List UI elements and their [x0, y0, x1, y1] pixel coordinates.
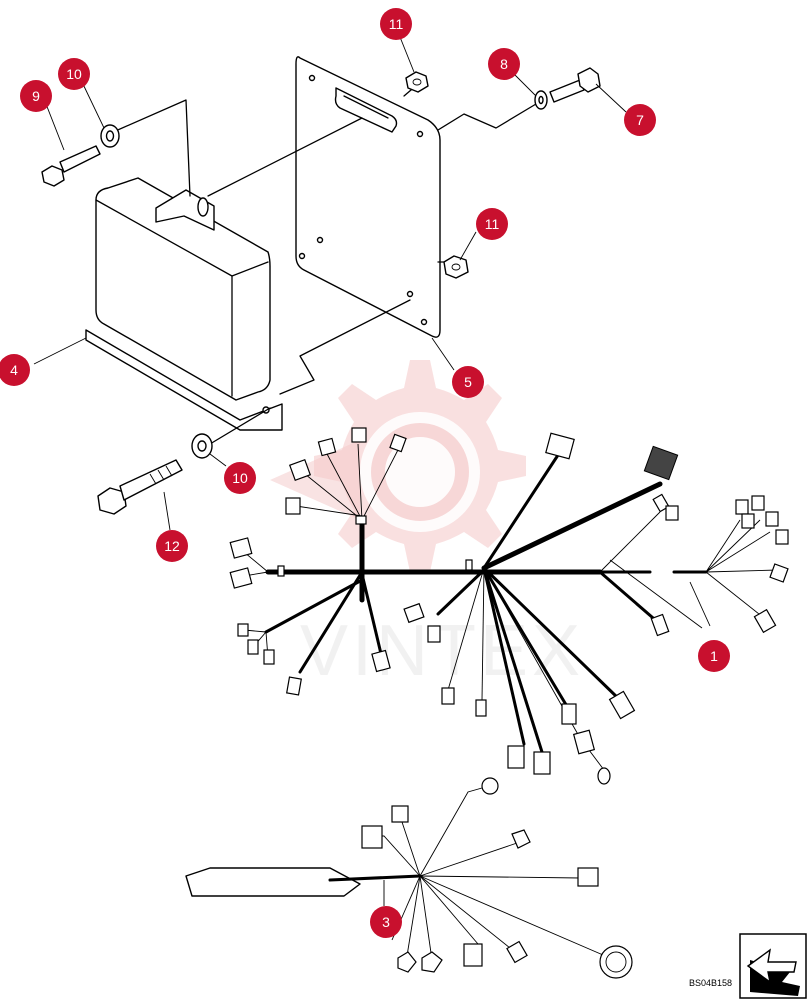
- diagram-code: BS04B158: [689, 978, 733, 988]
- lower-wiring-harness: [185, 777, 633, 979]
- svg-text:4: 4: [10, 362, 18, 378]
- next-page-arrow-icon[interactable]: [739, 933, 807, 999]
- svg-text:9: 9: [32, 88, 40, 104]
- nut-11-side: [443, 255, 469, 279]
- svg-text:11: 11: [485, 216, 500, 232]
- washer-10-top: [100, 124, 120, 148]
- svg-text:5: 5: [464, 374, 472, 390]
- callout-5: 5: [452, 366, 484, 398]
- callout-3: 3: [370, 906, 402, 938]
- callout-4: 4: [0, 354, 30, 386]
- callout-leader-lines: [33, 31, 627, 906]
- callout-7: 7: [624, 104, 656, 136]
- bolt-12: [97, 459, 183, 515]
- callout-badges: 9 10 11 8 7 11 4 5 10 12 1 3: [0, 8, 730, 938]
- controller-module: [85, 177, 283, 431]
- svg-text:10: 10: [66, 66, 82, 82]
- callout-9: 9: [20, 80, 52, 112]
- svg-text:12: 12: [164, 538, 180, 554]
- callout-10: 10: [58, 58, 90, 90]
- watermark: VINTEX: [270, 360, 580, 691]
- washer-10-bottom: [191, 433, 213, 459]
- callout-1: 1: [698, 640, 730, 672]
- main-wiring-harness: [243, 443, 779, 771]
- washer-8: [534, 90, 548, 110]
- svg-text:3: 3: [382, 914, 390, 930]
- callout-10-bottom: 10: [224, 462, 256, 494]
- main-harness-connectors: [229, 427, 789, 785]
- mounting-plate: [295, 56, 441, 338]
- svg-text:1: 1: [710, 648, 718, 664]
- nut-11-top: [405, 71, 429, 93]
- bolt-9: [41, 145, 101, 187]
- callout-11-side: 11: [476, 208, 508, 240]
- callout-8: 8: [488, 48, 520, 80]
- svg-text:7: 7: [636, 112, 644, 128]
- svg-text:10: 10: [232, 470, 248, 486]
- callout-11: 11: [380, 8, 412, 40]
- svg-text:11: 11: [389, 16, 404, 32]
- svg-text:8: 8: [500, 56, 508, 72]
- callout-12: 12: [156, 530, 188, 562]
- watermark-gear-logo: [270, 360, 526, 572]
- bolt-7: [549, 67, 601, 103]
